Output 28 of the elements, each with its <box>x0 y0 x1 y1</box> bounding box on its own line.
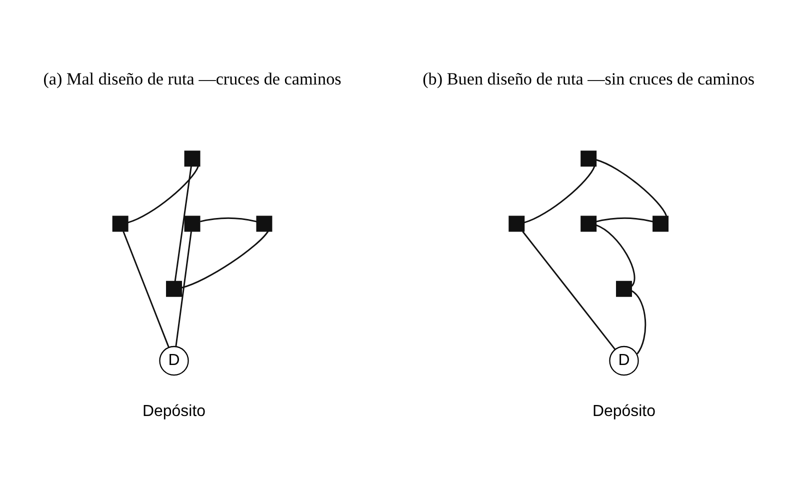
connector <box>524 166 596 224</box>
node-box <box>652 216 669 232</box>
node-box <box>580 150 597 167</box>
connector <box>200 217 257 222</box>
connector <box>596 217 654 222</box>
node-label: Depósito <box>142 402 206 420</box>
connector <box>181 230 269 288</box>
node-box <box>184 216 200 232</box>
node-label: Depósito <box>592 402 656 420</box>
node-box <box>112 216 128 232</box>
connector <box>522 231 616 350</box>
connector <box>122 231 170 348</box>
connector <box>174 166 192 282</box>
label: (b) Buen diseño de ruta —sin cruces de caminos <box>422 69 755 88</box>
node-box <box>166 280 182 297</box>
connector <box>128 166 199 224</box>
connector <box>596 159 668 216</box>
connector <box>631 290 646 354</box>
node-circle: D <box>609 346 639 376</box>
node-box <box>184 150 200 167</box>
connector <box>175 231 192 347</box>
node-box <box>508 216 525 232</box>
label: (a) Mal diseño de ruta —cruces de caminos <box>43 69 342 88</box>
connector <box>596 224 636 287</box>
node-box <box>580 216 597 232</box>
node-box <box>256 216 272 232</box>
node-circle: D <box>159 346 189 376</box>
node-box <box>616 280 632 297</box>
